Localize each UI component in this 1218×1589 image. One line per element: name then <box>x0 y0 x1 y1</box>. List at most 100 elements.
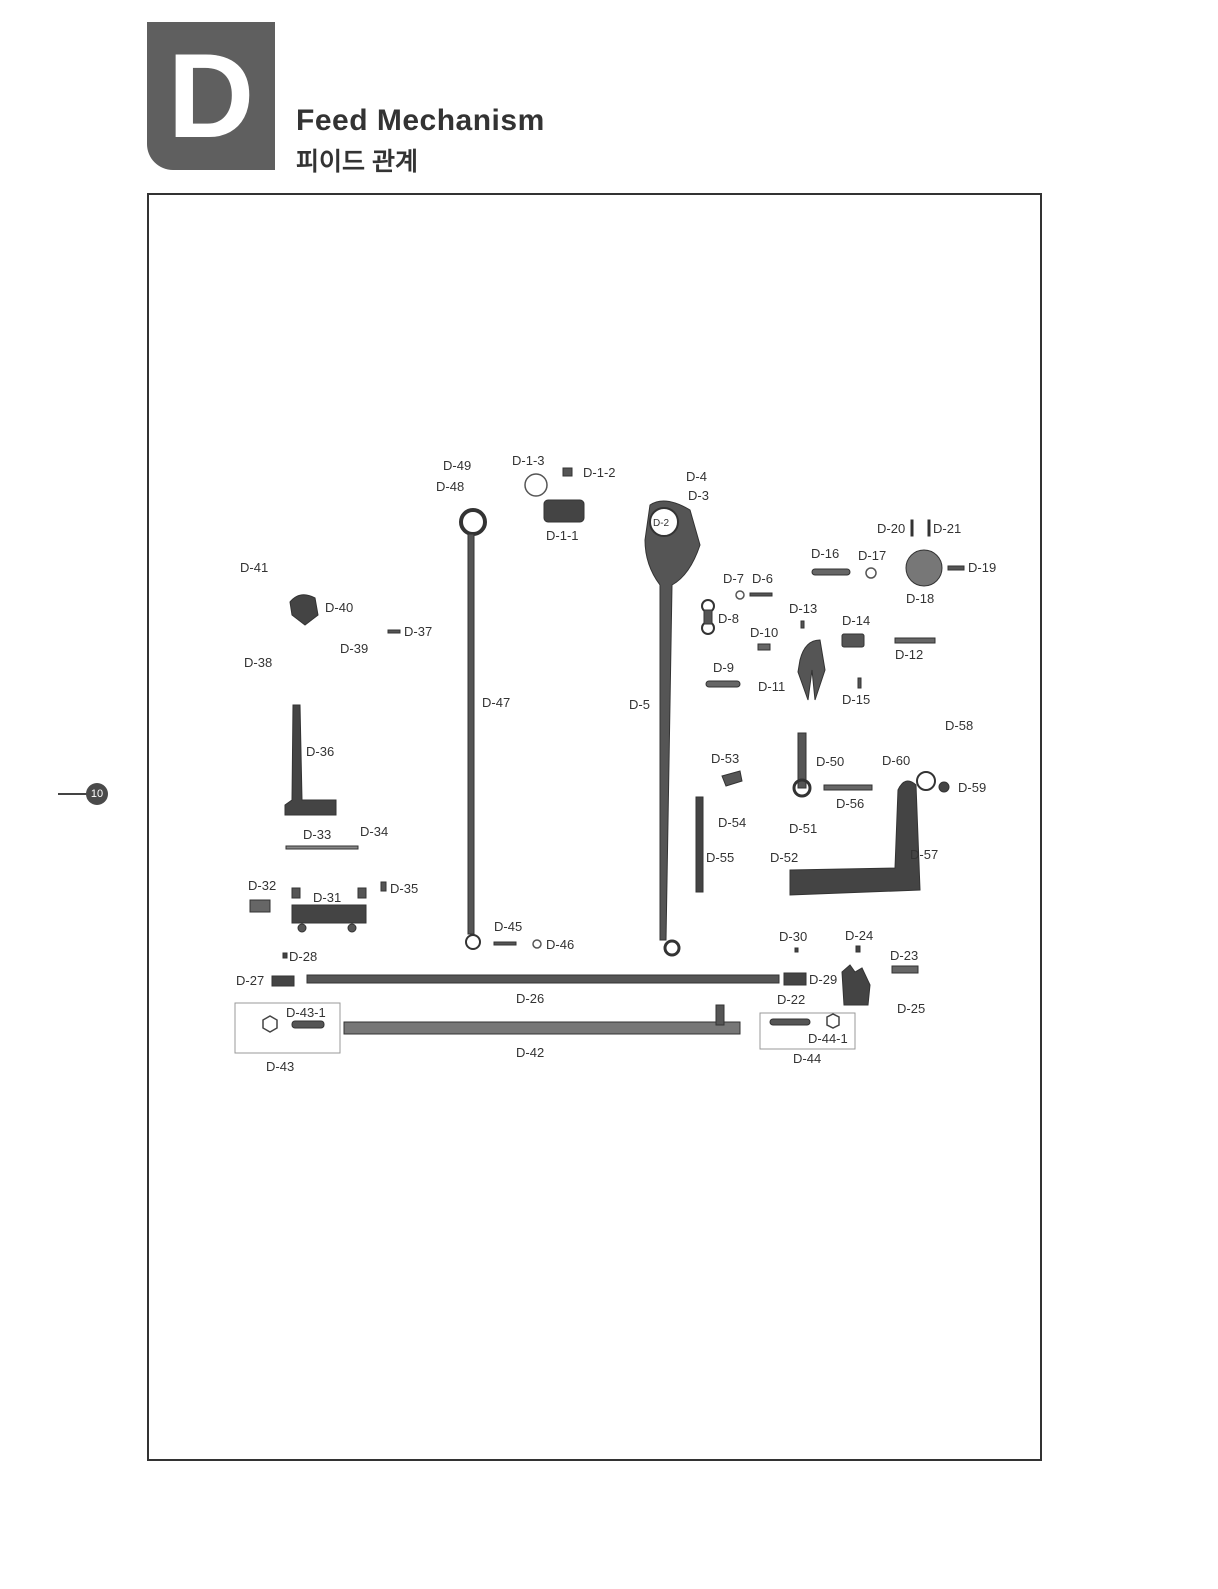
label-d-33: D-33 <box>303 827 331 842</box>
label-d-12: D-12 <box>895 647 923 662</box>
page-title-english: Feed Mechanism <box>296 104 545 137</box>
label-d-17: D-17 <box>858 548 886 563</box>
part-d-6 <box>749 592 773 597</box>
part-d-40 <box>289 594 319 626</box>
part-d-36 <box>284 704 337 816</box>
label-d-16: D-16 <box>811 546 839 561</box>
label-d-43: D-43 <box>266 1059 294 1074</box>
label-d-20: D-20 <box>877 521 905 536</box>
part-d-37 <box>387 629 401 634</box>
part-d-42 <box>343 1004 741 1035</box>
diagram-frame <box>147 193 1042 1461</box>
part-d-29 <box>783 972 807 986</box>
part-d-1-1 <box>543 499 585 523</box>
part-d-44-hex <box>826 1013 840 1029</box>
section-tab: D <box>147 22 275 170</box>
part-d-7 <box>735 590 745 600</box>
part-d-23 <box>891 965 919 974</box>
label-d-30: D-30 <box>779 929 807 944</box>
label-d-46: D-46 <box>546 937 574 952</box>
part-d-57 <box>789 780 921 896</box>
label-d-4: D-4 <box>686 469 707 484</box>
label-d-44-1: D-44-1 <box>808 1031 848 1046</box>
label-d-14: D-14 <box>842 613 870 628</box>
part-d-47 <box>459 508 487 950</box>
label-d-31: D-31 <box>313 890 341 905</box>
label-d-23: D-23 <box>890 948 918 963</box>
part-d-11 <box>797 639 826 701</box>
label-d-40: D-40 <box>325 600 353 615</box>
label-d-47: D-47 <box>482 695 510 710</box>
label-d-50: D-50 <box>816 754 844 769</box>
label-d-1-2: D-1-2 <box>583 465 616 480</box>
label-d-22: D-22 <box>777 992 805 1007</box>
label-d-15: D-15 <box>842 692 870 707</box>
label-d-51: D-51 <box>789 821 817 836</box>
part-d-44 <box>759 1012 856 1050</box>
part-d-14 <box>841 633 865 648</box>
part-d-31 <box>291 887 367 933</box>
part-d-43 <box>234 1002 341 1054</box>
part-d-18 <box>905 549 943 587</box>
label-d-1-3: D-1-3 <box>512 453 545 468</box>
part-d-43-hex <box>262 1015 278 1033</box>
label-d-43-1: D-43-1 <box>286 1005 326 1020</box>
label-d-2: D-2 <box>653 518 670 529</box>
part-d-56 <box>823 784 873 791</box>
part-d-12 <box>894 637 936 644</box>
part-d-44-1 <box>769 1018 811 1026</box>
label-d-11: D-11 <box>758 679 785 694</box>
label-d-19: D-19 <box>968 560 996 575</box>
label-d-8: D-8 <box>718 611 739 626</box>
label-d-10: D-10 <box>750 625 778 640</box>
part-d-9 <box>705 680 741 688</box>
part-d-21 <box>927 519 931 537</box>
label-d-36: D-36 <box>306 744 334 759</box>
label-d-24: D-24 <box>845 928 873 943</box>
page-tab-line <box>58 793 88 795</box>
label-d-48: D-48 <box>436 479 464 494</box>
part-d-13 <box>800 620 805 629</box>
label-d-13: D-13 <box>789 601 817 616</box>
section-letter: D <box>167 29 255 163</box>
part-d-1-3 <box>524 473 548 497</box>
label-d-6: D-6 <box>752 571 773 586</box>
label-d-54: D-54 <box>718 815 746 830</box>
label-d-56: D-56 <box>836 796 864 811</box>
part-d-5 <box>644 500 701 957</box>
part-d-43-1 <box>291 1020 325 1029</box>
label-d-41: D-41 <box>240 560 268 575</box>
label-d-26: D-26 <box>516 991 544 1006</box>
part-d-1-2 <box>562 467 573 477</box>
label-d-55: D-55 <box>706 850 734 865</box>
part-d-32 <box>249 899 271 913</box>
part-d-27 <box>271 975 295 987</box>
part-d-26 <box>306 974 780 984</box>
part-d-55 <box>695 796 704 893</box>
label-d-59: D-59 <box>958 780 986 795</box>
label-d-57: D-57 <box>910 847 938 862</box>
label-d-9: D-9 <box>713 660 734 675</box>
label-d-1-1: D-1-1 <box>546 528 579 543</box>
part-d-22 <box>841 964 871 1006</box>
part-d-45 <box>493 941 517 946</box>
part-d-20 <box>910 519 914 537</box>
part-d-17 <box>865 567 877 579</box>
label-d-32: D-32 <box>248 878 276 893</box>
label-d-42: D-42 <box>516 1045 544 1060</box>
label-d-45: D-45 <box>494 919 522 934</box>
label-d-7: D-7 <box>723 571 744 586</box>
label-d-28: D-28 <box>289 949 317 964</box>
part-d-28 <box>282 952 288 959</box>
label-d-52: D-52 <box>770 850 798 865</box>
label-d-44: D-44 <box>793 1051 821 1066</box>
part-d-46 <box>532 939 542 949</box>
label-d-49: D-49 <box>443 458 471 473</box>
label-d-34: D-34 <box>360 824 388 839</box>
label-d-53: D-53 <box>711 751 739 766</box>
label-d-3: D-3 <box>688 488 709 503</box>
part-d-8 <box>701 599 715 635</box>
page-number: 10 <box>86 783 108 805</box>
part-d-10 <box>757 643 771 651</box>
